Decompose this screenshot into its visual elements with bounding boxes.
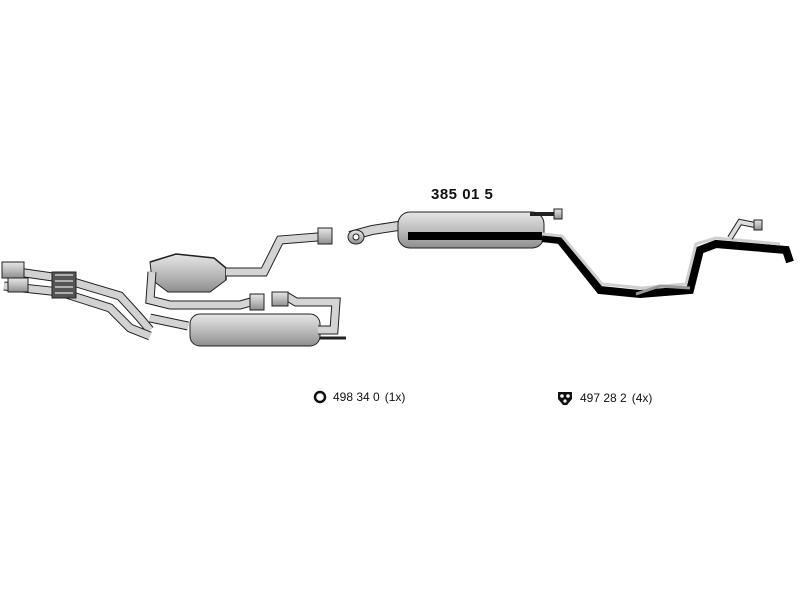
legend-part-number: 498 34 0 (333, 390, 380, 404)
part-number-label: 385 01 5 (431, 186, 494, 203)
catalytic-converter (145, 227, 333, 311)
legend-item-seal-ring: 498 34 0 (1x) (313, 390, 405, 404)
legend-part-number: 497 28 2 (580, 391, 627, 405)
front-exhaust-assembly (1, 227, 346, 347)
downpipe (1, 261, 154, 341)
tailpipe (541, 218, 794, 299)
rear-silencer (397, 208, 563, 249)
front-silencer (149, 291, 346, 347)
legend-item-rubber-hanger: 497 28 2 (4x) (556, 390, 652, 406)
legend-quantity: (4x) (631, 391, 653, 405)
seal-ring-icon (313, 390, 327, 404)
rear-silencer-assembly (347, 208, 794, 299)
legend-quantity: (1x) (384, 390, 406, 404)
inlet-flange (347, 229, 365, 245)
rubber-hanger-icon (558, 392, 572, 405)
